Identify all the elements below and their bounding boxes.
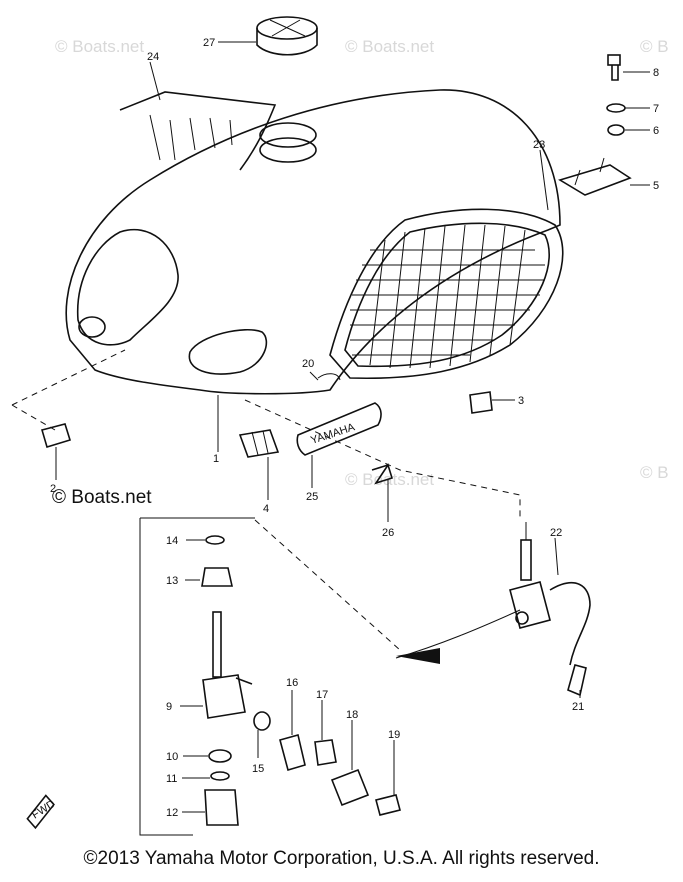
part-label-10: 10 bbox=[166, 751, 178, 763]
watermark-1: © Boats.net bbox=[55, 37, 144, 56]
part-label-1: 1 bbox=[213, 453, 219, 465]
watermark-3: © B bbox=[640, 37, 669, 56]
fuel-tank bbox=[65, 89, 561, 664]
part-label-5: 5 bbox=[653, 180, 659, 192]
washer bbox=[606, 103, 626, 113]
screw-small bbox=[375, 794, 401, 816]
watermark-4: © B bbox=[640, 463, 669, 482]
part-label-11: 11 bbox=[166, 773, 177, 785]
part-label-12: 12 bbox=[166, 807, 178, 819]
part-label-15: 15 bbox=[252, 763, 264, 775]
spring-washer bbox=[607, 124, 625, 136]
part-label-7: 7 bbox=[653, 103, 659, 115]
seal bbox=[253, 711, 271, 731]
fuel-cock bbox=[201, 535, 253, 826]
screw bbox=[371, 463, 393, 485]
part-label-6: 6 bbox=[653, 125, 659, 137]
part-label-27: 27 bbox=[203, 37, 215, 49]
knee-grip bbox=[329, 208, 564, 380]
bracket bbox=[558, 164, 632, 196]
bolt bbox=[607, 54, 621, 81]
part-label-18: 18 bbox=[346, 709, 358, 721]
part-label-2: 2 bbox=[50, 483, 56, 495]
front-marker: FWD bbox=[26, 794, 57, 830]
part-label-21: 21 bbox=[572, 701, 584, 713]
part-label-25: 25 bbox=[306, 491, 318, 503]
lever bbox=[279, 734, 306, 771]
part-label-13: 13 bbox=[166, 575, 178, 587]
part-label-26: 26 bbox=[382, 527, 394, 539]
part-label-24: 24 bbox=[147, 51, 159, 63]
part-label-4: 4 bbox=[263, 503, 269, 515]
part-label-9: 9 bbox=[166, 701, 172, 713]
watermark-2: © Boats.net bbox=[345, 37, 434, 56]
rubber-mount bbox=[238, 429, 280, 458]
damper-front bbox=[40, 423, 72, 449]
part-label-8: 8 bbox=[653, 67, 659, 79]
part-label-17: 17 bbox=[316, 689, 328, 701]
part-label-14: 14 bbox=[166, 535, 178, 547]
copyright-notice: ©2013 Yamaha Motor Corporation, U.S.A. A… bbox=[83, 848, 600, 869]
plate bbox=[330, 768, 370, 807]
fuel-cap bbox=[256, 16, 318, 56]
part-label-19: 19 bbox=[388, 729, 400, 741]
part-label-22: 22 bbox=[550, 527, 562, 539]
part-labels: 27 24 8 7 6 5 23 3 2 1 20 4 25 26 22 21 … bbox=[50, 37, 659, 819]
leader-lines bbox=[55, 41, 650, 813]
watermark-main: © Boats.net bbox=[52, 487, 152, 508]
gasket bbox=[314, 739, 337, 766]
part-label-20: 20 bbox=[302, 358, 314, 370]
part-label-23: 23 bbox=[533, 139, 545, 151]
fuel-cock-assembly-right bbox=[509, 539, 591, 697]
damper bbox=[469, 391, 493, 414]
part-label-16: 16 bbox=[286, 677, 298, 689]
part-label-3: 3 bbox=[518, 395, 524, 407]
